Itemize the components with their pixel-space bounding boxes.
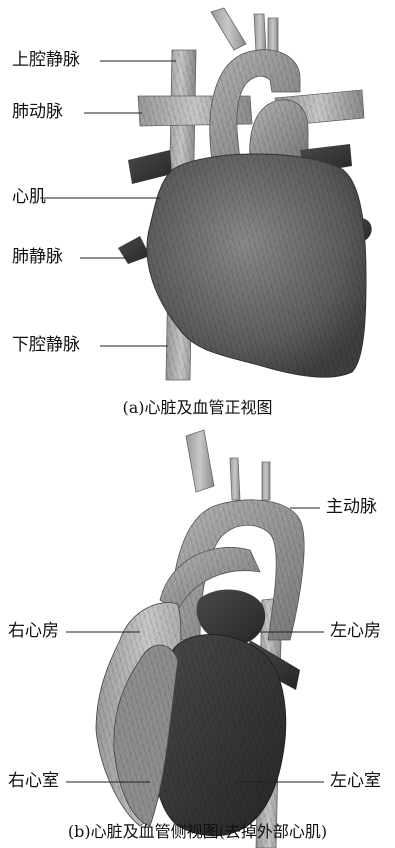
label-right-ventricle: 右心室	[8, 771, 59, 791]
label-pulmonary-artery: 肺动脉	[12, 102, 63, 122]
caption-figure-b: (b)心脏及血管侧视图(去掉外部心肌)	[0, 822, 395, 842]
label-right-atrium: 右心房	[8, 621, 59, 641]
label-left-atrium: 左心房	[330, 621, 381, 641]
label-pulmonary-vein: 肺静脉	[12, 247, 63, 267]
label-superior-vena-cava: 上腔静脉	[12, 50, 80, 70]
label-myocardium: 心肌	[12, 187, 46, 207]
ventricles	[114, 635, 286, 836]
neck-vessels	[186, 430, 270, 500]
caption-figure-a: (a)心脏及血管正视图	[0, 398, 395, 418]
label-left-ventricle: 左心室	[330, 771, 381, 791]
front-view-diagram	[40, 8, 372, 380]
aortic-arch	[210, 8, 308, 160]
label-inferior-vena-cava: 下腔静脉	[12, 335, 80, 355]
side-view-diagram	[66, 430, 324, 848]
label-aorta: 主动脉	[326, 497, 377, 517]
